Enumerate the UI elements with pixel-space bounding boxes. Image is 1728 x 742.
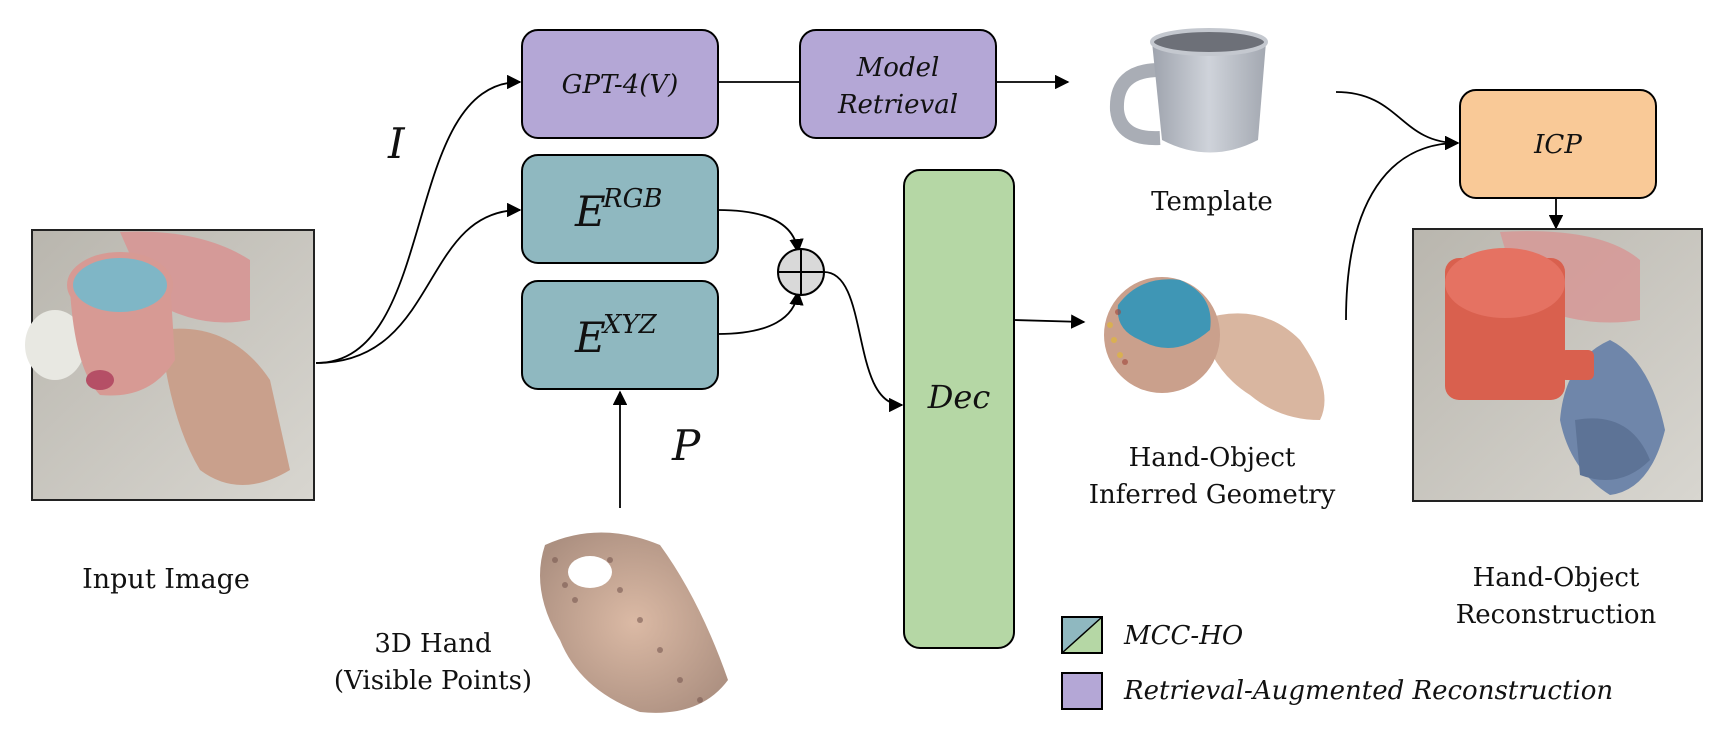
icp-box: ICP <box>1459 89 1657 199</box>
encoder-rgb-base: E <box>574 187 606 236</box>
symbol-image-input: I <box>387 119 406 168</box>
arrow-geometry-to-icp <box>1345 135 1460 321</box>
encoder-xyz-superscript: XYZ <box>601 310 658 340</box>
arrow-template-to-icp <box>1335 91 1460 151</box>
arrow-ergb-to-sum <box>717 209 804 254</box>
input-image <box>25 229 315 501</box>
caption-3d-hand-line2: (Visible Points) <box>334 666 532 696</box>
caption-input-image: Input Image <box>82 564 250 595</box>
legend-item-mcc-ho: MCC-HO <box>1061 616 1243 654</box>
decoder-label: Dec <box>927 378 991 416</box>
gpt4v-label: GPT-4(V) <box>562 70 679 100</box>
arrow-dec-to-geometry <box>1013 314 1086 329</box>
icp-label: ICP <box>1533 130 1582 160</box>
caption-3d-hand-line1: 3D Hand <box>374 629 491 659</box>
inferred-geometry-image <box>1104 277 1325 420</box>
encoder-rgb-superscript: RGB <box>602 184 662 214</box>
encoder-rgb-box: E RGB <box>521 154 719 264</box>
sum-node <box>777 248 825 296</box>
caption-template: Template <box>1151 187 1273 217</box>
reconstruction-image <box>1412 228 1703 502</box>
caption-inferred-line2: Inferred Geometry <box>1089 480 1336 510</box>
encoder-xyz-box: E XYZ <box>521 280 719 390</box>
arrow-sum-to-dec <box>823 271 904 413</box>
legend: MCC-HO Retrieval-Augmented Reconstructio… <box>1061 616 1613 710</box>
arrow-exyz-to-sum <box>717 290 804 335</box>
encoder-xyz-base: E <box>574 313 606 362</box>
model-retrieval-box: Model Retrieval <box>799 29 997 139</box>
caption-reconstruction-line2: Reconstruction <box>1456 600 1657 630</box>
legend-swatch-retrieval <box>1061 672 1103 710</box>
legend-label-retrieval: Retrieval-Augmented Reconstruction <box>1123 676 1613 706</box>
symbol-points-input: P <box>671 421 701 470</box>
caption-reconstruction-line1: Hand-Object <box>1473 563 1640 593</box>
model-retrieval-label-1: Model <box>856 53 940 83</box>
arrow-image-to-gpt4v <box>315 74 522 364</box>
legend-item-retrieval: Retrieval-Augmented Reconstruction <box>1061 672 1613 710</box>
template-mug-image <box>1109 28 1268 153</box>
arrow-image-to-ergb <box>315 202 522 364</box>
decoder-box: Dec <box>903 169 1015 649</box>
gpt4v-box: GPT-4(V) <box>521 29 719 139</box>
hand-point-cloud-image <box>540 532 728 713</box>
legend-label-mcc-ho: MCC-HO <box>1123 621 1243 651</box>
caption-inferred-line1: Hand-Object <box>1129 443 1296 473</box>
model-retrieval-label-2: Retrieval <box>837 90 958 120</box>
